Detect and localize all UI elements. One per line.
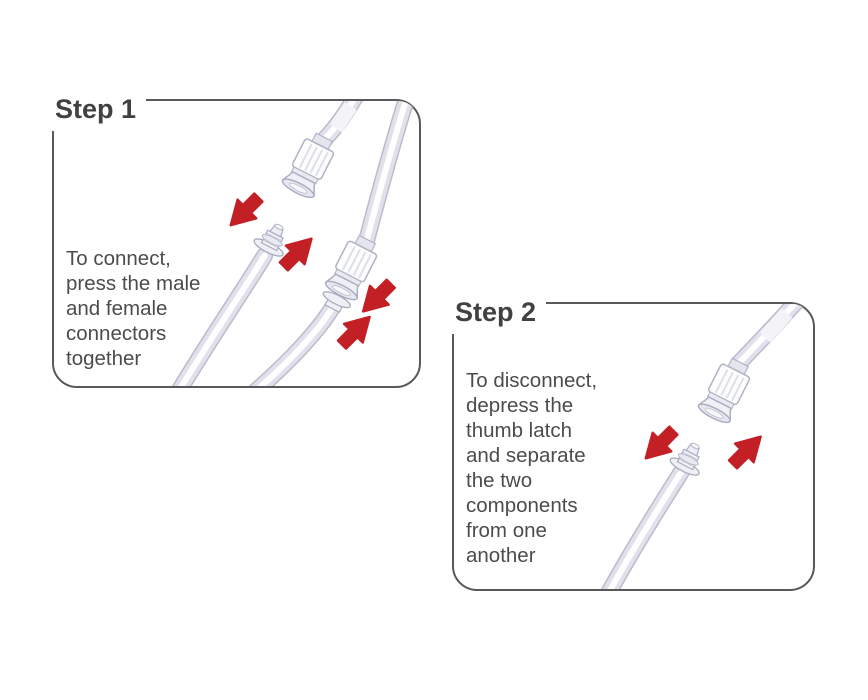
separate-arrow-up-right-icon — [722, 426, 772, 475]
step-2-illustration — [454, 304, 813, 589]
joined-connector — [322, 230, 384, 314]
step-2-title: Step 2 — [450, 296, 547, 334]
tubing — [178, 101, 409, 386]
step-1-panel: Step 1 To connect, press the male and fe… — [50, 93, 421, 388]
step-2-panel: Step 2 To disconnect, depress the thumb … — [450, 296, 815, 591]
tubing-sleeve — [759, 308, 793, 343]
step-2-illustration-clip — [454, 304, 813, 589]
step-1-title: Step 1 — [50, 93, 147, 131]
step-2-instruction: To disconnect, depress the thumb latch a… — [466, 369, 598, 567]
press-arrow-up-right-icon — [331, 306, 381, 356]
step-1-illustration-clip — [54, 101, 419, 386]
step-1-instruction: To connect, press the male and female co… — [66, 247, 201, 370]
tubing — [606, 304, 805, 589]
step-1-illustration — [54, 101, 419, 386]
tubing-sleeve — [329, 102, 357, 133]
press-arrow-down-left-icon — [220, 187, 269, 236]
